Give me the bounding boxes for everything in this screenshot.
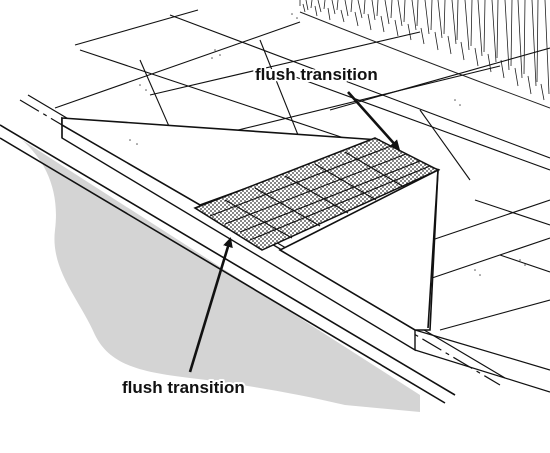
ground-shadow xyxy=(22,140,420,412)
detectable-warning-surface xyxy=(193,137,440,251)
ramp-back-wall xyxy=(278,168,439,331)
top-callout-arrow xyxy=(347,91,400,151)
concrete-texture xyxy=(129,13,526,276)
bottom-callout-label: flush transition xyxy=(122,378,245,397)
ramp-side-edge xyxy=(427,169,439,329)
bottom-callout-arrow xyxy=(188,237,233,373)
grass-strip xyxy=(299,0,550,109)
top-callout-label: flush transition xyxy=(255,65,378,84)
curb-ramp xyxy=(61,117,439,331)
sidewalk-joints xyxy=(54,9,550,331)
ramp-flare xyxy=(61,117,381,206)
